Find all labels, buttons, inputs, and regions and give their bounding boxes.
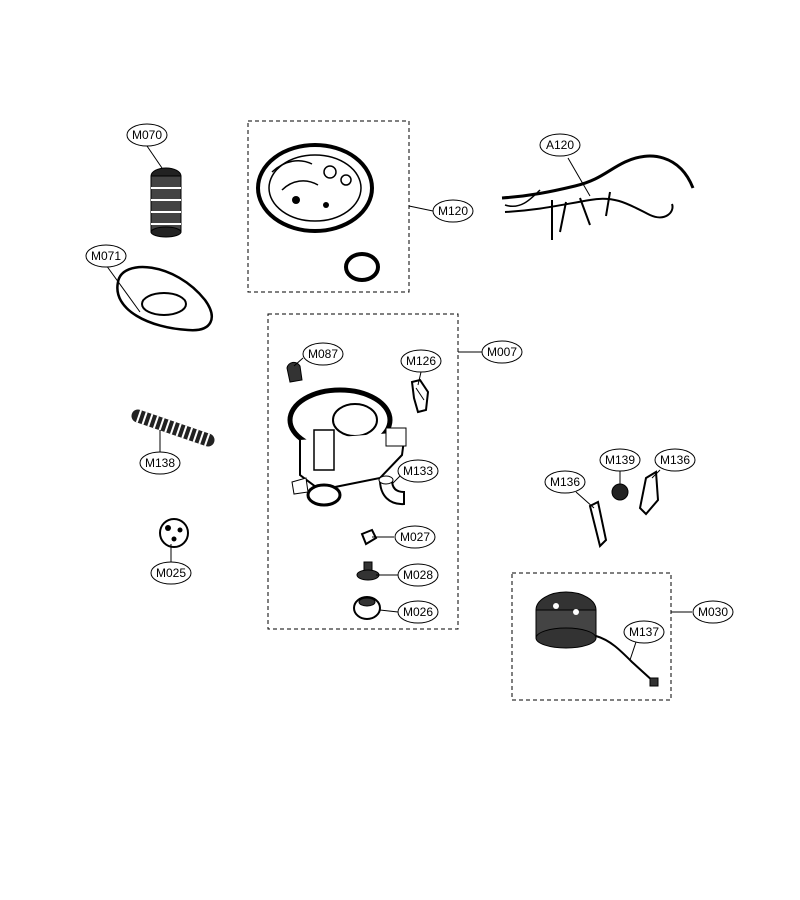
callout-m139: M139	[599, 448, 641, 472]
callout-m136-left-label: M136	[550, 475, 580, 489]
cap-part	[159, 518, 189, 548]
callout-m028: M028	[397, 563, 439, 587]
group-box-m030	[511, 572, 672, 701]
sensor-cable-part	[595, 635, 659, 687]
callout-m027-label: M027	[400, 530, 430, 544]
callout-m026: M026	[397, 600, 439, 624]
callout-m030-label: M030	[698, 605, 728, 619]
leader-m120	[408, 205, 434, 212]
callout-m120-label: M120	[438, 204, 468, 218]
leader-m126	[417, 371, 422, 386]
callout-m071-label: M071	[91, 249, 121, 263]
callout-m138-label: M138	[145, 456, 175, 470]
motor-part	[535, 591, 597, 649]
callout-m070: M070	[126, 123, 168, 147]
clip-part	[286, 361, 303, 383]
hose-part	[131, 409, 215, 447]
callout-m026-label: M026	[403, 605, 433, 619]
grommet-part	[611, 483, 629, 501]
callout-m071: M071	[85, 244, 127, 268]
leader-m071	[105, 264, 141, 313]
leader-m133	[391, 475, 401, 485]
callout-m027: M027	[394, 525, 436, 549]
left-bracket-part	[588, 500, 608, 548]
callout-m025-label: M025	[156, 566, 186, 580]
leader-m070	[146, 145, 163, 169]
small-clip-part	[360, 528, 378, 546]
leader-m087	[293, 357, 304, 367]
filter-cylinder-part	[150, 167, 182, 238]
gasket-plate-part	[116, 265, 213, 332]
sump-assembly-part	[287, 387, 407, 507]
elbow-part	[378, 475, 405, 506]
leader-m026	[379, 609, 399, 613]
wire-harness-part	[501, 154, 695, 240]
callout-a120-label: A120	[546, 138, 574, 152]
callout-m120: M120	[432, 199, 474, 223]
leader-m136b	[651, 469, 661, 479]
bracket-part	[410, 378, 430, 414]
sump-ring-part	[256, 143, 380, 282]
callout-m139-label: M139	[605, 453, 635, 467]
callout-m007: M007	[481, 340, 523, 364]
callout-m137-label: M137	[629, 625, 659, 639]
callout-m138: M138	[139, 451, 181, 475]
callout-m126: M126	[400, 349, 442, 373]
group-box-m007	[267, 313, 459, 630]
callout-m133: M133	[397, 459, 439, 483]
pump-cap-part	[353, 596, 381, 620]
callout-m007-label: M007	[487, 345, 517, 359]
right-bracket-part	[638, 470, 660, 516]
callout-m030: M030	[692, 600, 734, 624]
callout-m136-right-label: M136	[660, 453, 690, 467]
callout-a120: A120	[539, 133, 581, 157]
callout-m025: M025	[150, 561, 192, 585]
callout-m028-label: M028	[403, 568, 433, 582]
callout-m087: M087	[302, 342, 344, 366]
valve-part	[356, 561, 380, 581]
callout-m133-label: M133	[403, 464, 433, 478]
callout-m126-label: M126	[406, 354, 436, 368]
callout-m136-right: M136	[654, 448, 696, 472]
callout-m087-label: M087	[308, 347, 338, 361]
leader-m137	[629, 641, 637, 661]
callout-m137: M137	[623, 620, 665, 644]
leader-a120	[567, 157, 591, 197]
callout-m136-left: M136	[544, 470, 586, 494]
callout-m070-label: M070	[132, 128, 162, 142]
leader-m136a	[575, 491, 595, 509]
